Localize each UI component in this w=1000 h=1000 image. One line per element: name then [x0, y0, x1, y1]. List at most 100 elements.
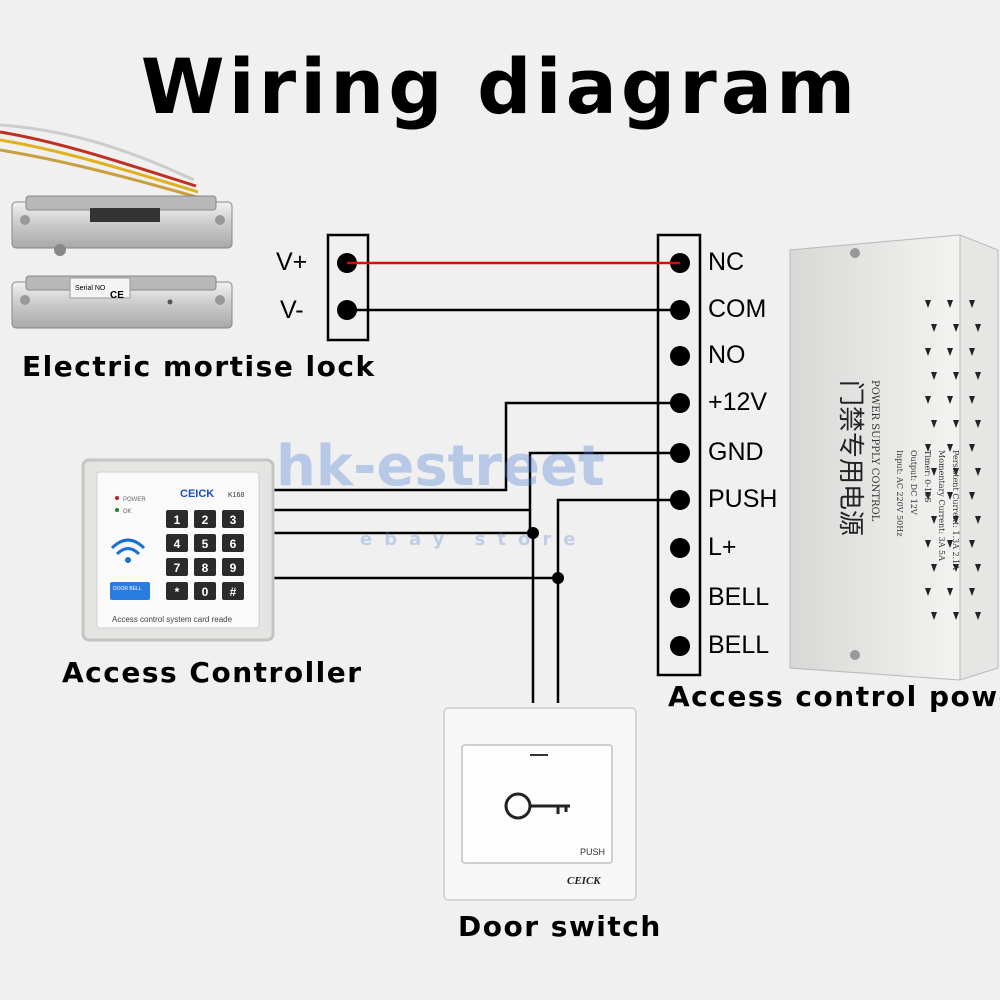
door-bell-label: DOOR BELL: [113, 586, 142, 592]
keypad-key-label: *: [175, 585, 180, 599]
vent-slot: [953, 372, 959, 380]
power-terminal-label: PUSH: [708, 485, 778, 513]
vent-slot: [969, 348, 975, 356]
vent-slot: [969, 396, 975, 404]
keypad-key-label: 1: [174, 513, 181, 527]
wires: [272, 261, 680, 703]
vent-slot: [925, 492, 931, 500]
vent-slot: [975, 468, 981, 476]
keypad-key: [166, 582, 188, 600]
lock-terminal-label-vminus: V-: [280, 296, 304, 324]
vent-slot: [953, 516, 959, 524]
power-supply-image: 门禁专用电源 POWER SUPPLY CONTROL Input: AC 22…: [789, 234, 999, 681]
keypad-key: [222, 510, 244, 528]
power-terminal-dot: [670, 636, 690, 656]
junction-dot: [552, 572, 564, 584]
door-switch-label: Door switch: [458, 910, 662, 943]
lock-plate-text: Serial NO: [75, 285, 106, 292]
vent-slot: [931, 612, 937, 620]
keypad-key-label: 4: [174, 537, 181, 551]
vent-slot: [925, 300, 931, 308]
power-terminal-label: COM: [708, 295, 767, 323]
vent-slot: [969, 444, 975, 452]
power-en-title: POWER SUPPLY CONTROL: [869, 380, 880, 522]
vent-slot: [931, 468, 937, 476]
watermark: hk-estreet: [276, 434, 605, 499]
controller-brand: CEICK: [180, 488, 214, 500]
keypad-key: [166, 510, 188, 528]
vent-slot: [975, 420, 981, 428]
controller-caption: Access control system card reade: [112, 615, 233, 624]
controller-label: Access Controller: [62, 656, 363, 689]
keypad-key: [194, 582, 216, 600]
vent-slot: [931, 516, 937, 524]
power-terminal-label: GND: [708, 438, 764, 466]
door-switch-image: PUSH CEICK: [443, 707, 637, 901]
keypad-key: [222, 582, 244, 600]
power-spec-line: Persistent Current: 1.3A 2.1A: [951, 450, 960, 570]
keypad-key: [166, 534, 188, 552]
power-terminal-dot: [670, 588, 690, 608]
power-terminal-dots: [670, 253, 690, 656]
vent-slot: [931, 420, 937, 428]
keypad-key-label: 5: [202, 537, 209, 551]
vent-slot: [931, 324, 937, 332]
keypad-key: [194, 510, 216, 528]
junction-dot: [527, 527, 539, 539]
keypad-key-label: 2: [202, 513, 209, 527]
vent-slot: [925, 444, 931, 452]
controller-model: K168: [228, 492, 244, 499]
vent-slot: [947, 540, 953, 548]
power-terminal-label: +12V: [708, 388, 768, 416]
vent-slot: [969, 492, 975, 500]
power-spec-line: Input: AC 220V 50Hz: [895, 450, 904, 536]
vent-slot: [925, 396, 931, 404]
door-bell-button: [110, 582, 150, 600]
power-terminal-label: BELL: [708, 631, 770, 659]
vent-slot: [969, 540, 975, 548]
power-terminal-label: NO: [708, 341, 746, 369]
key-icon: [504, 792, 570, 820]
power-terminal-dot: [670, 538, 690, 558]
keypad-key: [194, 534, 216, 552]
keypad-key-label: 6: [230, 537, 237, 551]
vent-slot: [947, 348, 953, 356]
power-spec-line: Output: DC 12V: [909, 450, 918, 515]
keypad-key: [222, 558, 244, 576]
ce-mark: CE: [110, 290, 124, 301]
switch-brand: CEICK: [567, 875, 601, 887]
switch-push-text: PUSH: [580, 847, 605, 857]
mortise-lock-image: Serial NO CE: [0, 123, 233, 329]
keypad-key-label: 3: [230, 513, 237, 527]
keypad-key: [194, 558, 216, 576]
vent-slot: [975, 516, 981, 524]
power-terminal-strip: [656, 233, 702, 677]
keypad-key-label: #: [230, 585, 237, 599]
power-terminal-label: L+: [708, 533, 737, 561]
power-led-label: POWER: [123, 497, 146, 503]
power-label: Access control power: [668, 680, 1000, 713]
vent-slot: [925, 540, 931, 548]
vent-slot: [947, 492, 953, 500]
vent-slot: [953, 420, 959, 428]
vent-slots: [925, 300, 981, 620]
power-spec-line: Momentary Current: 3A 5A: [937, 450, 946, 561]
keypad-key: [166, 558, 188, 576]
vent-slot: [969, 300, 975, 308]
vent-slot: [953, 612, 959, 620]
vent-slot: [953, 564, 959, 572]
vent-slot: [925, 348, 931, 356]
vent-slot: [931, 564, 937, 572]
lock-terminal-label-vplus: V+: [276, 248, 308, 276]
rfid-icon: [110, 538, 146, 563]
watermark-sub: ebay store: [360, 529, 587, 550]
vent-slot: [975, 372, 981, 380]
lock-label: Electric mortise lock: [22, 350, 376, 383]
wire-controller-gnd: [272, 451, 680, 512]
vent-slot: [947, 396, 953, 404]
keypad-key-label: 9: [230, 561, 237, 575]
